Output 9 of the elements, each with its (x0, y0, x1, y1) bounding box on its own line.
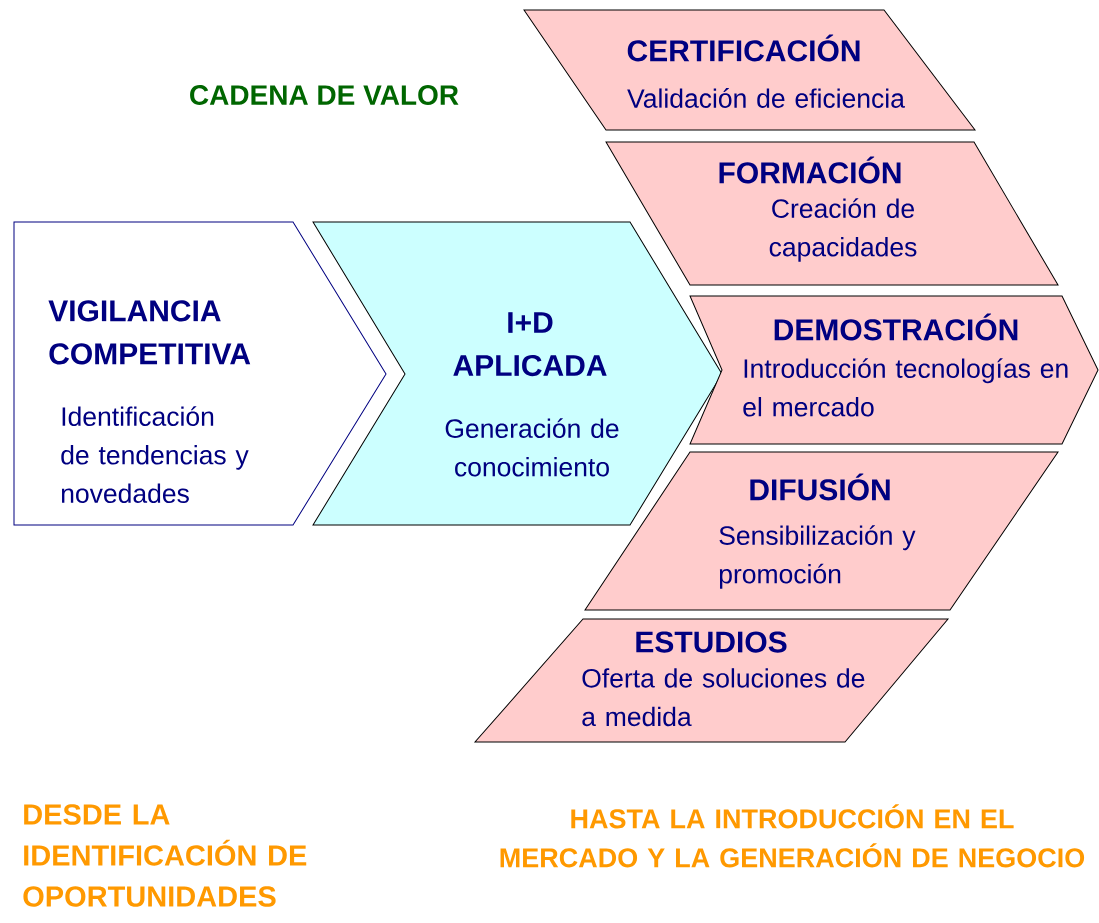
chevron-box: I+D APLICADA Generación de conocimiento (312, 221, 723, 526)
parallelogram-box: CERTIFICACIÓN Validación de eficiencia (523, 9, 976, 131)
slogan-text: HASTA LA INTRODUCCIÓN EN EL MERCADO Y LA GENERACIÓN DE NEGOCIO (500, 804, 1085, 868)
slogan-text: DESDE LA IDENTIFICACIÓN DE OPORTUNIDADES (23, 804, 307, 907)
parallelogram-box: FORMACIÓN Creación de capacidades (605, 141, 1059, 286)
diagram-title: CADENA DE VALOR (190, 85, 459, 105)
parallelogram-box: ESTUDIOS Oferta de soluciones de a medida (474, 618, 949, 743)
chevron-box: DEMOSTRACIÓN Introducción tecnologías en el mercado (689, 295, 1099, 445)
chevron-box: VIGILANCIA COMPETITIVA Identificación de tendencias y novedades (13, 221, 387, 526)
